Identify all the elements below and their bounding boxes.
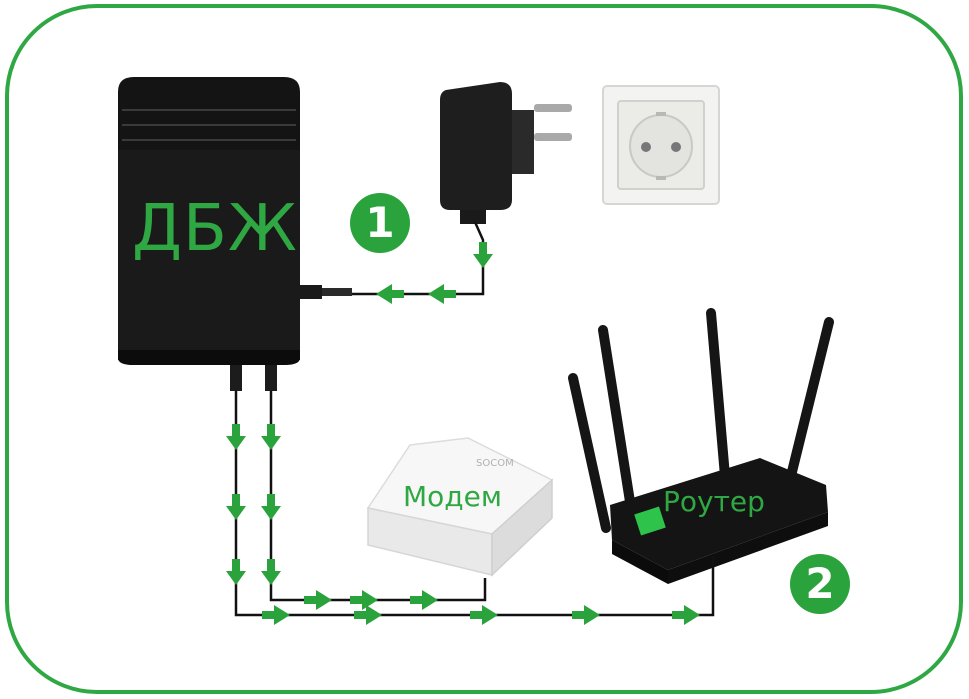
modem-brand: SOCOM xyxy=(476,458,514,469)
router-icon xyxy=(568,308,834,584)
arrow-icon xyxy=(470,605,498,625)
wall-socket-icon xyxy=(602,85,720,205)
arrow-icon xyxy=(428,284,456,304)
arrow-icon xyxy=(304,590,332,610)
arrow-icon xyxy=(226,494,246,520)
arrow-icon xyxy=(350,590,378,610)
router-label: Роутер xyxy=(663,485,765,518)
modem-icon: SOCOM xyxy=(366,437,554,577)
power-adapter-icon xyxy=(440,82,572,224)
arrow-icon xyxy=(261,424,281,450)
arrow-icon xyxy=(262,605,290,625)
arrow-icon xyxy=(226,424,246,450)
arrow-icon xyxy=(226,559,246,585)
arrow-icon xyxy=(410,590,438,610)
modem-label: Модем xyxy=(403,480,502,513)
arrow-icon xyxy=(354,605,382,625)
ups-device-icon xyxy=(118,77,352,391)
arrow-icon xyxy=(672,605,700,625)
arrow-icon xyxy=(572,605,600,625)
arrow-icon xyxy=(261,559,281,585)
arrow-icon xyxy=(376,284,404,304)
arrow-icon xyxy=(261,494,281,520)
step-badge-2: 2 xyxy=(790,554,850,614)
arrow-icon xyxy=(473,242,493,268)
ups-label: ДБЖ xyxy=(132,192,298,266)
step-badge-1: 1 xyxy=(350,193,410,253)
power-flow-arrows xyxy=(226,242,700,625)
diagram-frame xyxy=(5,4,963,694)
